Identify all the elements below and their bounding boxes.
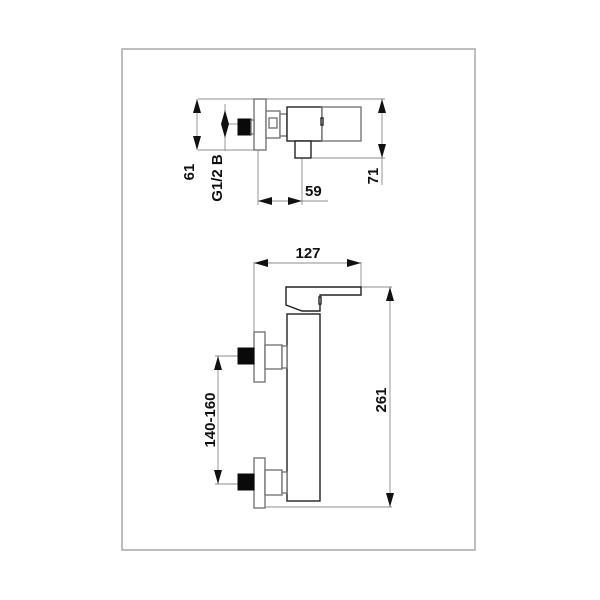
mixer-body-top <box>286 106 323 142</box>
upper-flange <box>253 331 266 383</box>
dim-140-160: 140-160 <box>202 392 219 447</box>
dim-59: 59 <box>305 183 322 200</box>
dim-thread: G1/2 B <box>209 154 226 202</box>
front-view: 127 140-160 261 <box>202 245 394 509</box>
dim-71: 71 <box>365 168 382 185</box>
top-view: 61 G1/2 B 59 71 <box>181 98 386 205</box>
dim-261: 261 <box>373 387 390 412</box>
lower-hex-nut <box>237 473 255 491</box>
mixer-body-front <box>286 313 321 502</box>
lever-top <box>321 106 362 142</box>
outlet-top <box>294 140 312 159</box>
hex-nut <box>237 118 252 136</box>
dim-127: 127 <box>295 245 320 262</box>
drawing-frame <box>121 48 476 551</box>
upper-hex-nut <box>237 347 255 365</box>
lever-front <box>285 286 362 312</box>
lower-flange <box>253 457 266 509</box>
dim-61: 61 <box>181 164 198 181</box>
wall-flange <box>253 98 267 151</box>
